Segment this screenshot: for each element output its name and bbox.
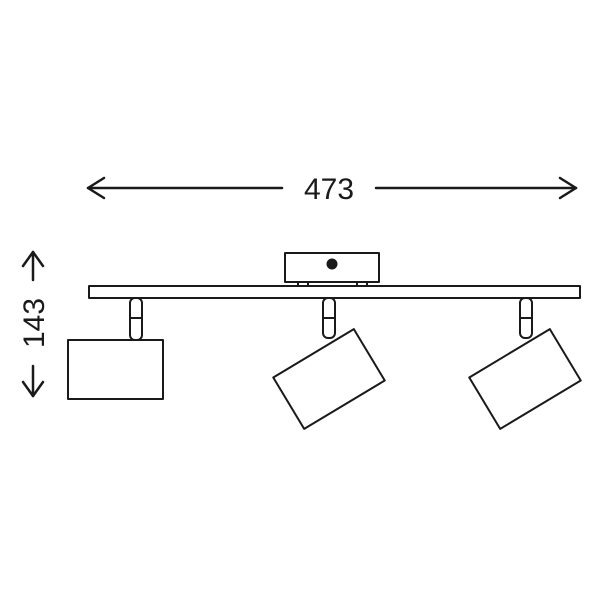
height-arrowhead-bottom	[21, 380, 45, 398]
spot-1-head	[67, 339, 164, 400]
width-arrowhead-right	[558, 176, 578, 200]
lamp-drawing	[67, 252, 582, 430]
height-arrowhead-top	[21, 250, 45, 268]
spot-1	[67, 297, 164, 400]
height-label: 143	[18, 298, 51, 348]
mount-screw-icon	[326, 258, 338, 270]
width-label: 473	[304, 173, 354, 206]
width-arrowhead-left	[86, 176, 106, 200]
width-dimension	[86, 176, 578, 200]
spot-3-head	[468, 328, 582, 430]
spot-2	[272, 297, 386, 430]
height-dimension	[21, 250, 45, 398]
lamp-bar	[88, 285, 581, 299]
spot-2-head	[272, 328, 386, 430]
spot-3	[468, 297, 582, 430]
